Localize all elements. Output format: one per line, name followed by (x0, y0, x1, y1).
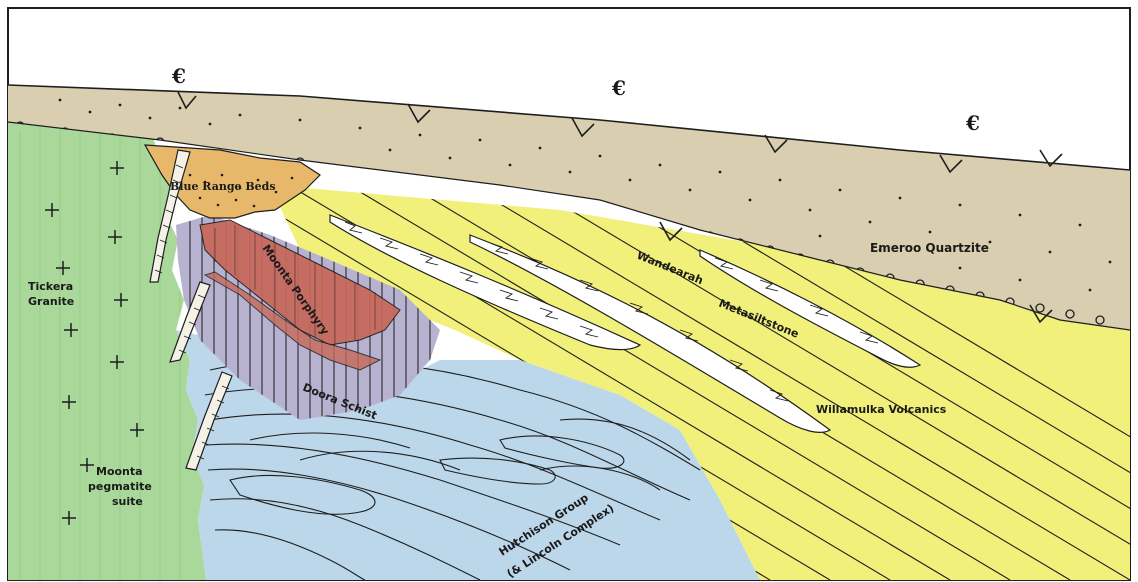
pegmatite-label-line1: Moonta (96, 465, 143, 478)
tickera-granite-label-line2: Granite (28, 295, 74, 308)
pegmatite-label-line3: suite (112, 495, 143, 508)
pegmatite-label-line2: pegmatite (88, 480, 152, 493)
willamulka-volcanics-label: Willamulka Volcanics (816, 403, 947, 416)
cambrian-symbol-1: € (171, 64, 186, 88)
blue-range-beds-label: Blue Range Beds (170, 180, 276, 193)
tickera-granite-label-line1: Tickera (28, 280, 73, 293)
cambrian-symbol-3: € (965, 111, 980, 135)
cambrian-symbol-2: € (611, 76, 626, 100)
emeroo-quartzite-label: Emeroo Quartzite (870, 241, 989, 255)
